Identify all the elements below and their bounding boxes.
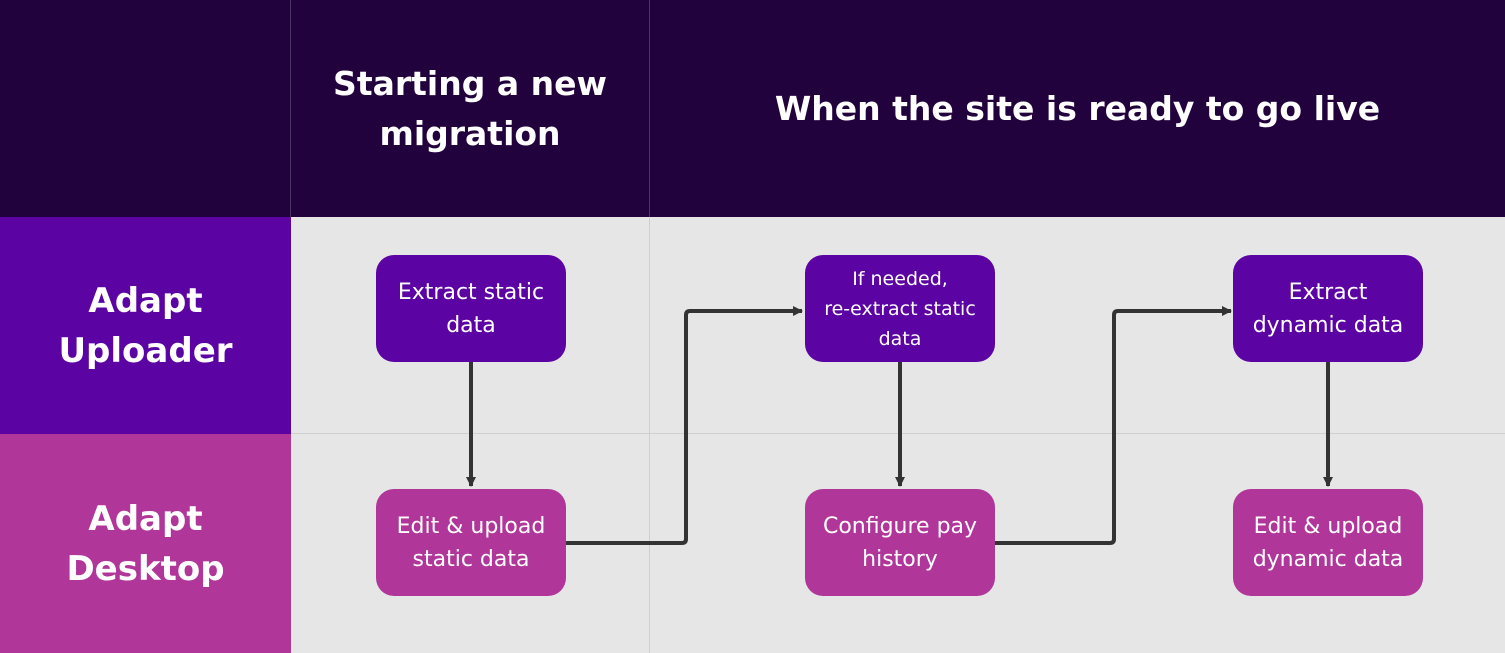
step-configure-pay-history-label: Configure pay history	[822, 513, 978, 572]
header-starting-migration: Starting a new migration	[291, 0, 650, 217]
step-extract-dynamic-data[interactable]: Extract dynamic data	[1233, 255, 1423, 362]
step-edit-upload-static-data-label: Edit & upload static data	[396, 513, 546, 572]
header-corner	[0, 0, 291, 217]
step-configure-pay-history[interactable]: Configure pay history	[805, 489, 995, 596]
step-edit-upload-dynamic-data[interactable]: Edit & upload dynamic data	[1233, 489, 1423, 596]
step-extract-dynamic-data-label: Extract dynamic data	[1252, 279, 1404, 338]
lane-label-uploader-text: Adapt Uploader	[58, 280, 233, 371]
header-go-live: When the site is ready to go live	[650, 0, 1505, 217]
lane-label-desktop: Adapt Desktop	[0, 434, 291, 653]
step-extract-static-data-label: Extract static data	[397, 279, 545, 338]
lane-label-desktop-text: Adapt Desktop	[66, 498, 225, 589]
step-edit-upload-dynamic-data-label: Edit & upload dynamic data	[1252, 513, 1404, 572]
step-reextract-static-data-label: If needed, re-extract static data	[824, 267, 976, 350]
header-starting-migration-text: Starting a new migration	[333, 63, 607, 153]
step-edit-upload-static-data[interactable]: Edit & upload static data	[376, 489, 566, 596]
header-go-live-text: When the site is ready to go live	[774, 88, 1381, 128]
step-reextract-static-data[interactable]: If needed, re-extract static data	[805, 255, 995, 362]
lane-label-uploader: Adapt Uploader	[0, 217, 291, 434]
step-extract-static-data[interactable]: Extract static data	[376, 255, 566, 362]
